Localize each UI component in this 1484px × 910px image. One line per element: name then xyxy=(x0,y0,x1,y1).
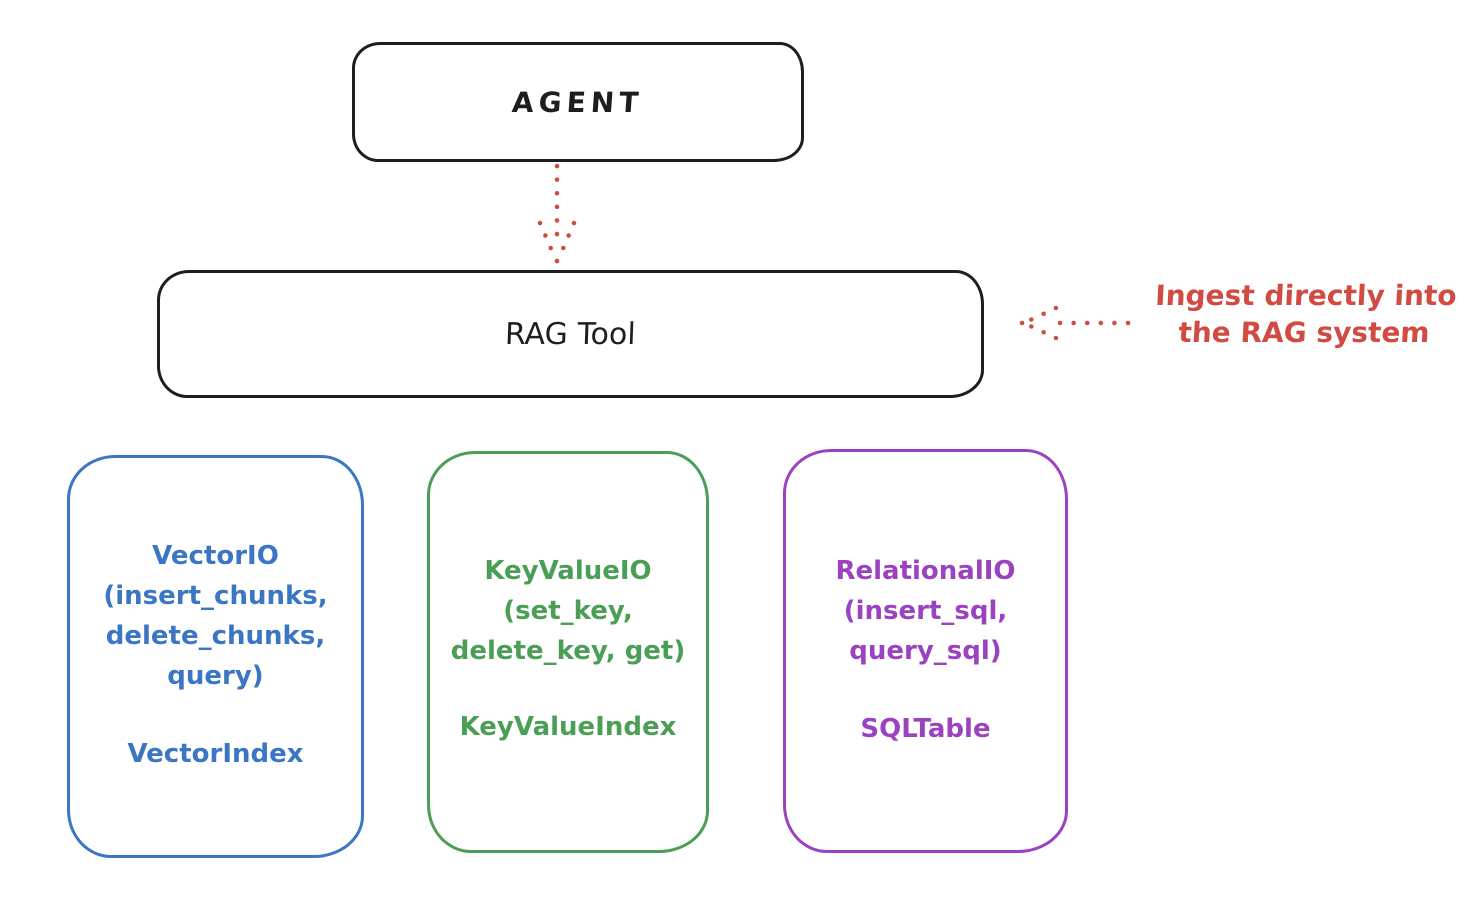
vector-io-signature: VectorIO (insert_chunks, delete_chunks, … xyxy=(70,536,361,696)
sql-table-label: SQLTable xyxy=(860,714,991,744)
io-line: delete_chunks, xyxy=(105,621,326,651)
io-line: RelationalIO xyxy=(835,556,1016,586)
io-line: delete_key, get) xyxy=(450,636,686,666)
io-line: query) xyxy=(167,661,264,691)
ingest-annotation-arrow[interactable] xyxy=(1012,301,1140,345)
arrowhead-right xyxy=(556,220,577,261)
io-line: (set_key, xyxy=(503,596,633,626)
relational-io-signature: RelationalIO (insert_sql, query_sql) xyxy=(786,551,1065,671)
rag-tool-box[interactable]: RAG Tool xyxy=(157,270,984,398)
arrowhead-left xyxy=(537,220,558,261)
keyvalue-io-signature: KeyValueIO (set_key, delete_key, get) xyxy=(430,551,706,671)
annotation-line: Ingest directly into xyxy=(1154,279,1458,312)
vector-io-box[interactable]: VectorIO (insert_chunks, delete_chunks, … xyxy=(67,455,364,858)
agent-label: AGENT xyxy=(511,85,645,119)
io-line: KeyValueIO xyxy=(484,556,652,586)
arrowhead-bottom xyxy=(1023,321,1059,341)
io-line: (insert_sql, xyxy=(843,596,1008,626)
io-line: VectorIO xyxy=(152,541,279,571)
ingest-annotation[interactable]: Ingest directly into the RAG system xyxy=(1128,277,1482,351)
agent-box[interactable]: AGENT xyxy=(352,42,804,162)
relational-io-box[interactable]: RelationalIO (insert_sql, query_sql) SQL… xyxy=(783,449,1068,853)
io-line: query_sql) xyxy=(849,636,1002,666)
io-line: (insert_chunks, xyxy=(103,581,328,611)
annotation-line: the RAG system xyxy=(1177,316,1431,349)
agent-to-rag-arrow[interactable] xyxy=(517,161,597,264)
rag-tool-label: RAG Tool xyxy=(504,316,637,352)
arrowhead-top xyxy=(1023,305,1059,325)
keyvalue-index-label: KeyValueIndex xyxy=(459,712,677,742)
vector-index-label: VectorIndex xyxy=(127,739,304,769)
keyvalue-io-box[interactable]: KeyValueIO (set_key, delete_key, get) Ke… xyxy=(427,451,709,853)
